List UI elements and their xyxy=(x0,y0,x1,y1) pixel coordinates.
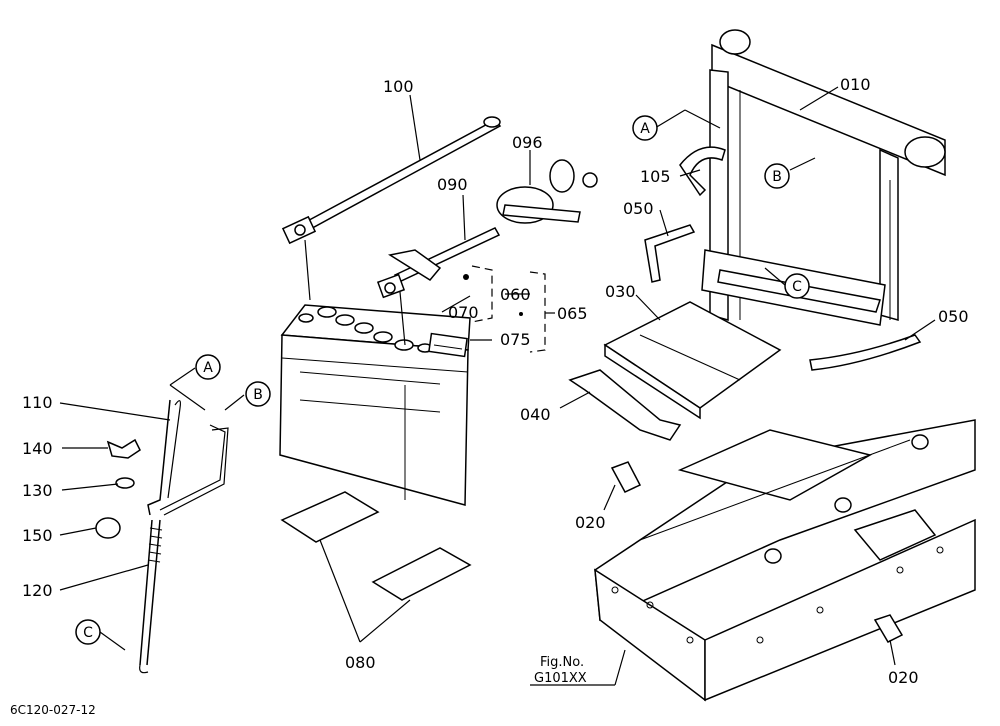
battery-tray-030 xyxy=(603,301,782,420)
washer-130 xyxy=(115,477,135,489)
battery-cable-090 xyxy=(376,227,501,299)
battery-pads xyxy=(280,491,472,601)
label-090: 090 xyxy=(437,175,468,194)
wing-nut-140 xyxy=(106,438,141,459)
label-065: 065 xyxy=(557,304,588,323)
battery-strap-096 xyxy=(496,159,598,224)
band-105 xyxy=(679,146,726,197)
bolt-020-left xyxy=(610,461,642,493)
label-050-left: 050 xyxy=(623,199,654,218)
battery-cable-100 xyxy=(281,116,502,245)
label-110: 110 xyxy=(22,393,53,412)
label-140: 140 xyxy=(22,439,53,458)
label-096: 096 xyxy=(512,133,543,152)
label-070: 070 xyxy=(448,303,479,322)
label-105: 105 xyxy=(640,167,671,186)
leader-lines xyxy=(59,86,936,686)
battery-frame-010 xyxy=(701,29,946,326)
hose-050-left xyxy=(644,224,696,283)
label-040: 040 xyxy=(520,405,551,424)
label-060: 060 xyxy=(500,285,531,304)
grommet-150 xyxy=(95,517,121,539)
svg-text:B: B xyxy=(253,387,263,403)
callout-a-rod: A xyxy=(195,354,221,380)
cushion-040 xyxy=(568,369,682,441)
chassis-frame xyxy=(594,419,976,702)
callout-c-frame: C xyxy=(784,273,810,299)
drawing-code: 6C120-027-12 xyxy=(10,703,96,717)
bolt-020-right xyxy=(873,614,904,643)
label-080: 080 xyxy=(345,653,376,672)
label-100: 100 xyxy=(383,77,414,96)
label-020-right: 020 xyxy=(888,668,919,687)
callout-c-rod: C xyxy=(75,619,101,645)
label-050-right: 050 xyxy=(938,307,969,326)
label-120: 120 xyxy=(22,581,53,600)
label-010: 010 xyxy=(840,75,871,94)
svg-text:C: C xyxy=(792,279,802,295)
fig-ref-line1: Fig.No. xyxy=(540,655,584,670)
callout-a-frame: A xyxy=(632,115,658,141)
svg-text:A: A xyxy=(203,360,213,376)
svg-text:C: C xyxy=(83,625,93,641)
label-150: 150 xyxy=(22,526,53,545)
label-075: 075 xyxy=(500,330,531,349)
svg-text:A: A xyxy=(640,121,650,137)
hose-050-right xyxy=(809,334,922,371)
svg-text:B: B xyxy=(772,169,782,185)
label-030: 030 xyxy=(605,282,636,301)
callout-b-rod: B xyxy=(245,381,271,407)
terminal-cover-065 xyxy=(519,312,523,316)
hold-down-rod xyxy=(139,399,229,674)
battery xyxy=(279,304,471,506)
label-020-left: 020 xyxy=(575,513,606,532)
terminal-060 xyxy=(463,274,469,280)
label-130: 130 xyxy=(22,481,53,500)
callout-b-frame: B xyxy=(764,163,790,189)
fig-ref-line2: G101XX xyxy=(534,671,587,686)
